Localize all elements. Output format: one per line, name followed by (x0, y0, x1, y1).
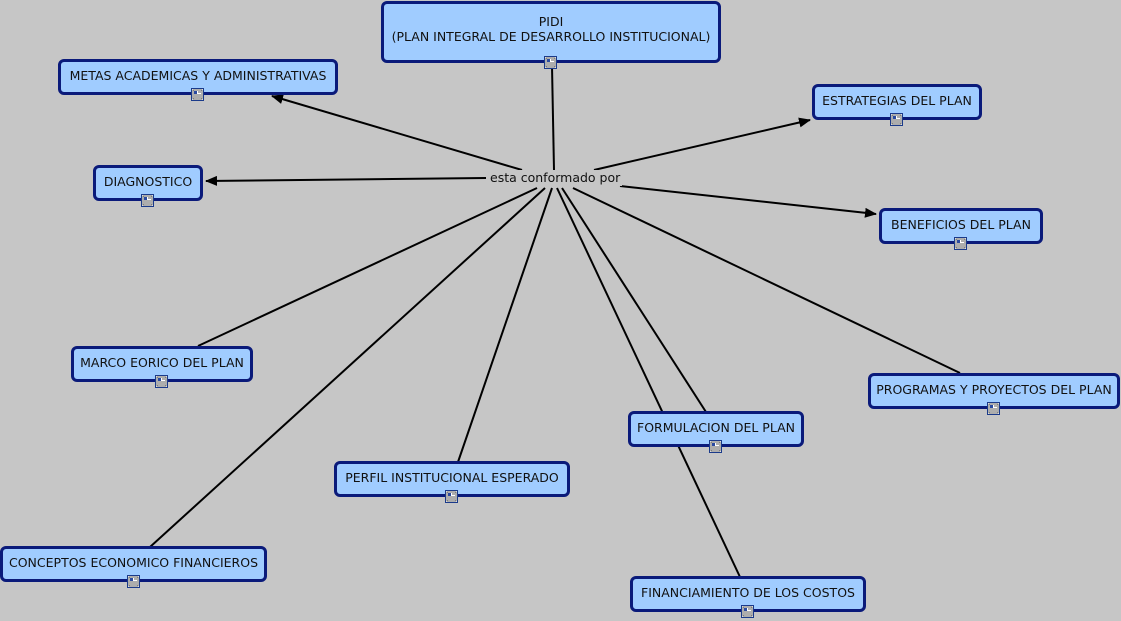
link-to-formulacion (561, 187, 707, 413)
node-beneficios-label: BENEFICIOS DEL PLAN (891, 217, 1031, 232)
document-icon[interactable] (741, 605, 754, 618)
node-pidi[interactable]: PIDI (PLAN INTEGRAL DE DESARROLLO INSTIT… (381, 1, 721, 69)
document-icon[interactable] (191, 88, 204, 101)
link-to-estrategias (593, 117, 811, 171)
link-to-programas (572, 187, 961, 374)
document-icon[interactable] (445, 490, 458, 503)
node-metas[interactable]: METAS ACADEMICAS Y ADMINISTRATIVAS (58, 59, 338, 101)
linking-phrase: esta conformado por (488, 170, 623, 186)
link-to-metas (271, 94, 523, 171)
node-estrategias[interactable]: ESTRATEGIAS DEL PLAN (812, 84, 982, 126)
document-icon[interactable] (987, 402, 1000, 415)
node-perfil-label: PERFIL INSTITUCIONAL ESPERADO (345, 470, 559, 485)
node-financiamiento[interactable]: FINANCIAMIENTO DE LOS COSTOS (630, 576, 866, 618)
node-metas-label: METAS ACADEMICAS Y ADMINISTRATIVAS (69, 68, 327, 83)
node-estrategias-label: ESTRATEGIAS DEL PLAN (822, 93, 972, 108)
document-icon[interactable] (544, 56, 557, 69)
node-diagnostico[interactable]: DIAGNOSTICO (93, 165, 203, 207)
document-icon[interactable] (126, 575, 140, 588)
link-to-conceptos (149, 187, 546, 548)
node-formulacion-label: FORMULACION DEL PLAN (637, 420, 795, 435)
link-to-beneficios (619, 185, 877, 218)
document-icon[interactable] (155, 375, 168, 388)
node-perfil[interactable]: PERFIL INSTITUCIONAL ESPERADO (334, 461, 570, 503)
node-marco[interactable]: MARCO EORICO DEL PLAN (71, 346, 253, 388)
node-pidi-subtitle: (PLAN INTEGRAL DE DESARROLLO INSTITUCION… (391, 29, 711, 44)
node-formulacion[interactable]: FORMULACION DEL PLAN (628, 411, 804, 453)
document-icon[interactable] (709, 440, 722, 453)
link-to-marco (197, 187, 538, 347)
node-conceptos-label: CONCEPTOS ECONOMICO FINANCIEROS (8, 555, 259, 570)
node-diagnostico-label: DIAGNOSTICO (103, 174, 193, 189)
document-icon[interactable] (954, 237, 967, 250)
node-beneficios[interactable]: BENEFICIOS DEL PLAN (879, 208, 1043, 250)
node-marco-label: MARCO EORICO DEL PLAN (80, 355, 244, 370)
node-financiamiento-label: FINANCIAMIENTO DE LOS COSTOS (641, 585, 855, 600)
link-to-financiamiento (556, 187, 741, 578)
document-icon[interactable] (890, 113, 903, 126)
link-to-diagnostico (205, 175, 487, 186)
node-conceptos[interactable]: CONCEPTOS ECONOMICO FINANCIEROS (0, 546, 267, 588)
link-to-perfil (457, 187, 553, 463)
link-root-to-phrase (551, 65, 555, 171)
node-programas[interactable]: PROGRAMAS Y PROYECTOS DEL PLAN (868, 373, 1120, 415)
node-programas-label: PROGRAMAS Y PROYECTOS DEL PLAN (876, 382, 1112, 397)
node-pidi-title: PIDI (538, 14, 564, 29)
document-icon[interactable] (141, 194, 154, 207)
